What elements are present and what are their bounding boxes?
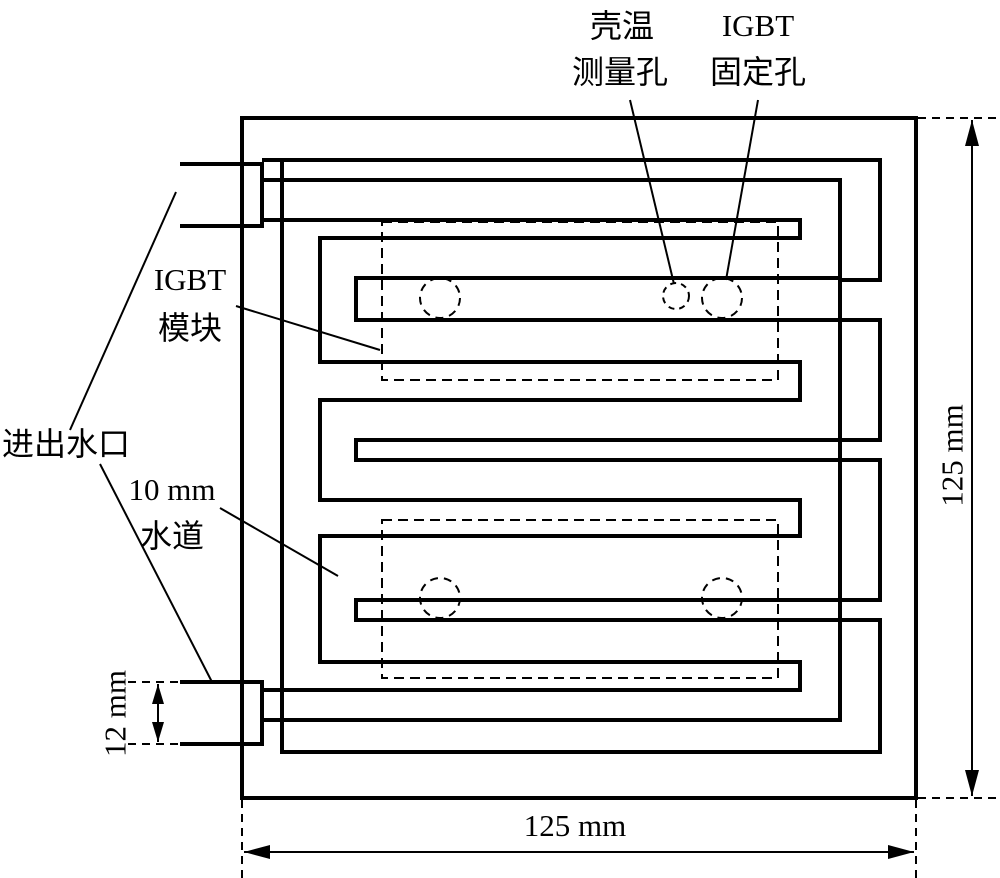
dim-port-label: 12 mm (97, 670, 133, 757)
channel-path-inner (262, 218, 802, 692)
leader-case-temp (629, 99, 675, 285)
case-temp-hole-label-line2: 测量孔 (571, 53, 669, 91)
dim-port-arrow-bottom (152, 722, 164, 742)
igbt-fix-hole-4 (701, 577, 743, 619)
case-temp-hole-label-line1: 壳温 (589, 7, 655, 45)
outer-plate (240, 116, 918, 800)
igbt-fix-hole-3 (419, 577, 461, 619)
igbt-module-outline-bottom (381, 519, 779, 679)
leader-igbt-module (235, 305, 381, 351)
case-temp-hole (662, 282, 690, 310)
dim-width-arrow-left (244, 845, 270, 859)
igbt-fix-hole-label-line2: 固定孔 (709, 53, 807, 91)
igbt-module-label-line2: 模块 (157, 309, 223, 347)
inlet-port (180, 162, 264, 228)
inlet-outlet-label: 进出水口 (2, 425, 131, 463)
leader-outlet (99, 463, 213, 683)
igbt-fix-hole-1 (419, 277, 461, 319)
dim-width-arrow-right (888, 845, 914, 859)
channel-label-line2: 水道 (139, 517, 205, 555)
leader-channel (219, 507, 339, 577)
leader-inlet (69, 191, 177, 431)
leader-igbt-fix (725, 99, 759, 281)
dim-height-arrow-bottom (965, 770, 979, 796)
channel-path (262, 178, 842, 722)
igbt-module-outline-top (381, 221, 779, 381)
dim-width-label: 125 mm (523, 808, 627, 843)
igbt-module-label-line1: IGBT (153, 262, 227, 297)
igbt-fix-hole-label-line1: IGBT (721, 8, 795, 43)
outlet-port (180, 680, 264, 746)
igbt-fix-hole-2 (701, 277, 743, 319)
dim-height-arrow-top (965, 120, 979, 146)
dim-port-arrow-top (152, 684, 164, 704)
dim-height-label: 125 mm (934, 404, 970, 507)
channel-label-line1: 10 mm (128, 472, 216, 507)
